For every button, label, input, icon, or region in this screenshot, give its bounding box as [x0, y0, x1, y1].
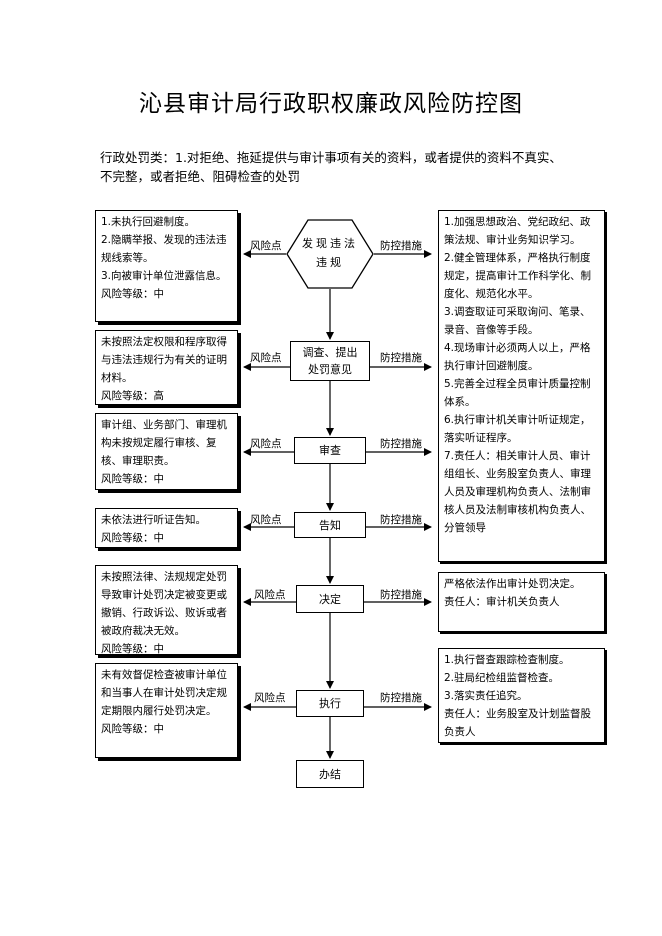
risk-box-review: 审计组、业务部门、审理机构未按规定履行审核、复核、审理职责。 风险等级：中 [95, 413, 238, 490]
risk-label: 风险点 [250, 352, 282, 364]
measures-box-execute: 1.执行督查跟踪检查制度。 2.驻局纪检组监督检查。 3.落实责任追究。 责任人… [438, 648, 605, 743]
measures-box-main: 1.加强思想政治、党纪政纪、政策法规、审计业务知识学习。 2.健全管理体系，严格… [438, 210, 605, 562]
measure-label: 防控措施 [380, 514, 422, 526]
step-decision: 决定 [296, 585, 364, 613]
risk-box-discover: 1.未执行回避制度。 2.隐瞒举报、发现的违法违规线索等。 3.向被审计单位泄露… [95, 210, 238, 322]
measures-box-decision: 严格依法作出审计处罚决定。 责任人：审计机关负责人 [438, 572, 605, 632]
risk-label: 风险点 [250, 438, 282, 450]
risk-box-execute: 未有效督促检查被审计单位和当事人在审计处罚决定规定期限内履行处罚决定。 风险等级… [95, 663, 238, 758]
risk-box-notify: 未依法进行听证告知。 风险等级：中 [95, 508, 238, 548]
risk-label: 风险点 [254, 692, 286, 704]
step-investigate: 调查、提出处罚意见 [290, 341, 370, 381]
page-title: 沁县审计局行政职权廉政风险防控图 [139, 91, 523, 117]
risk-label: 风险点 [254, 589, 286, 601]
measure-label: 防控措施 [380, 352, 422, 364]
risk-box-decision: 未按照法律、法规规定处罚导致审计处罚决定被变更或撤销、行政诉讼、败诉或者被政府裁… [95, 565, 238, 655]
measure-label: 防控措施 [380, 692, 422, 704]
step-notify: 告知 [294, 512, 366, 538]
step-execute: 执行 [296, 690, 364, 717]
risk-box-investigate: 未按照法定权限和程序取得与违法违规行为有关的证明材料。 风险等级：高 [95, 330, 238, 405]
measure-label: 防控措施 [380, 589, 422, 601]
step-complete: 办结 [296, 760, 364, 788]
risk-label: 风险点 [250, 514, 282, 526]
measure-label: 防控措施 [380, 438, 422, 450]
category-description: 行政处罚类：1.对拒绝、拖延提供与审计事项有关的资料，或者提供的资料不真实、不完… [100, 150, 562, 184]
step-discover-violation: 发现违法违规 [302, 237, 358, 269]
measure-label: 防控措施 [380, 240, 422, 252]
start-hexagon [286, 219, 374, 289]
step-review: 审查 [294, 437, 366, 464]
risk-label: 风险点 [250, 240, 282, 252]
